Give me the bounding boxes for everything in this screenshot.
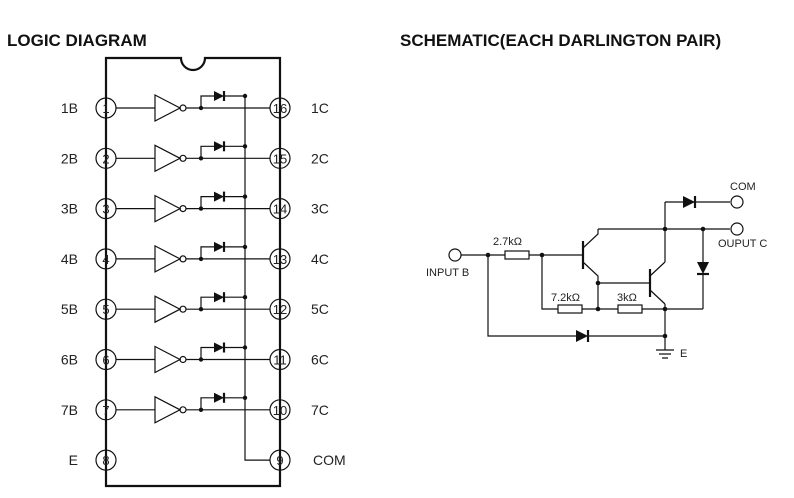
output-label: 6C [311,352,329,368]
output-label: 7C [311,402,329,418]
output-label: 3C [311,201,329,217]
pin-number: 7 [102,403,109,418]
pin-number: 16 [273,101,287,116]
inverter-gate [154,345,182,374]
pin-circle [269,248,291,270]
resistor-emit-label: 3kΩ [617,292,637,304]
resistor-base [504,250,530,260]
output-label: 4C [311,251,329,267]
pin-circle [269,298,291,320]
output-label: 2C [311,150,329,166]
ic-package [104,56,282,488]
input-diode [576,330,588,342]
inverter-gate [154,144,182,173]
darlington-schematic [448,195,744,359]
emitter-label: E [680,348,688,360]
com-terminal [730,195,744,209]
pin-number: 12 [273,302,287,317]
com-pin-label: COM [313,452,346,468]
pin-number: 6 [102,353,109,368]
pin-circle [269,198,291,220]
pin-circle [269,449,291,471]
input-label: 1B [61,100,78,116]
pin-number: 8 [102,453,109,468]
input-label: 2B [61,150,78,166]
pin-number: 2 [102,151,109,166]
pin-number: 15 [273,151,287,166]
input-label: 5B [61,301,78,317]
diode-icon [214,91,224,101]
diode-icon [214,241,224,252]
resistor-mid-label: 7.2kΩ [551,292,581,304]
pin-number: 4 [102,252,109,267]
pin-circle [269,348,291,371]
ground-icon [656,349,674,359]
pin-circle [269,97,291,119]
output-terminal [730,222,744,236]
pin-number: 3 [102,202,109,217]
pin-number: 1 [102,101,109,116]
inverter-gate [154,244,182,273]
pin-circle [95,449,117,471]
pin-number: 9 [276,453,283,468]
resistor-base-label: 2.7kΩ [493,236,523,248]
resistor-emit [617,304,643,314]
input-label: 6B [61,352,78,368]
input-label: 7B [61,402,78,418]
pin-number: 14 [273,202,287,217]
com-diode [683,196,695,208]
emitter-label: E [69,452,78,468]
diode-icon [214,191,224,202]
logic-diagram: 1B 1 16 1C 2B 2 15 2C 3B 3 14 3C 4B 4 13 4C 5B 5 12 5C 6B 6 11… [61,56,346,488]
input-terminal [448,248,462,262]
pin-number: 5 [102,302,109,317]
pin-number: 13 [273,252,287,267]
logic-diagram-title: LOGIC DIAGRAM [7,31,147,50]
input-label: 3B [61,201,78,217]
diode-icon [214,392,224,403]
inverter-gate [154,94,182,122]
inverter-gate [154,194,182,223]
pin-number: 10 [273,403,287,418]
schematic-title: SCHEMATIC(EACH DARLINGTON PAIR) [400,31,722,50]
output-label: 5C [311,301,329,317]
diode-icon [214,342,224,353]
pin-circle [269,147,291,169]
inverter-gate [154,395,182,424]
diode-icon [214,292,224,303]
output-c-label: OUPUT C [718,238,768,250]
input-b-label: INPUT B [426,267,470,279]
input-label: 4B [61,251,78,267]
resistor-mid [557,304,583,314]
inverter-gate [154,295,182,324]
pin-number: 11 [273,353,287,368]
output-label: 1C [311,100,329,116]
pin-circle [269,399,291,421]
com-label: COM [730,181,756,193]
com-bus [244,96,270,461]
diode-icon [214,141,224,152]
clamp-diode [697,262,709,274]
